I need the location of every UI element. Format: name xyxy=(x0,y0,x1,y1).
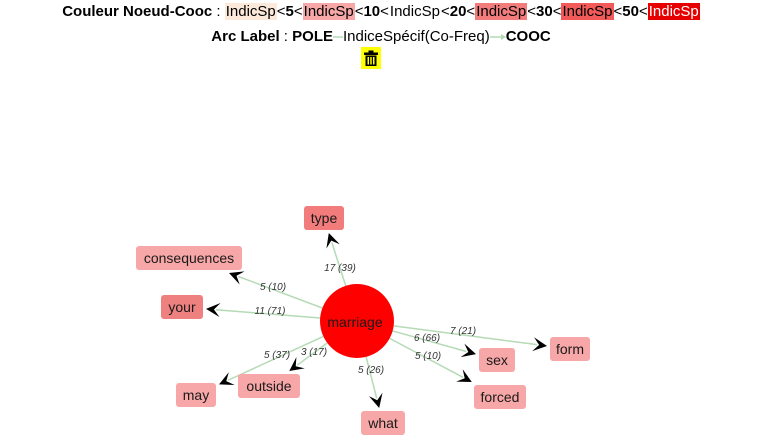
legend-separator: : xyxy=(212,3,225,20)
node-box-consequences xyxy=(136,246,242,270)
threshold-1: 10 xyxy=(363,3,381,20)
legend-chip-4: IndicSp xyxy=(561,3,614,20)
node-color-legend: Couleur Noeud-Cooc : IndicSp<5<IndicSp<1… xyxy=(0,2,762,22)
node-box-outside xyxy=(238,374,300,398)
node-box-what xyxy=(361,411,405,435)
edge-consequences xyxy=(238,275,323,309)
arc-label-legend: Arc Label : POLE IndiceSpécif(Co-Freq) COO… xyxy=(0,27,762,47)
nodes: type consequences your may outside what forced… xyxy=(136,206,590,435)
node-box-sex xyxy=(479,348,515,372)
arc-middle: IndiceSpécif(Co-Freq) xyxy=(343,28,490,45)
arrowhead-form xyxy=(532,337,547,352)
node-box-forced xyxy=(474,385,526,409)
node-forced[interactable]: forced xyxy=(474,385,526,409)
node-label-forced: forced xyxy=(481,389,520,405)
edge-label-consequences: 5 (10) xyxy=(260,282,286,293)
node-label-consequences: consequences xyxy=(144,250,234,266)
edge-label-your: 11 (71) xyxy=(255,306,286,317)
node-form[interactable]: form xyxy=(550,337,590,361)
node-label-sex: sex xyxy=(486,352,508,368)
arc-arrow-icon xyxy=(489,34,506,41)
delete-button[interactable] xyxy=(361,47,381,69)
center-node-label: marriage xyxy=(327,314,382,330)
edge-form xyxy=(393,325,538,346)
node-what[interactable]: what xyxy=(361,411,405,435)
node-label-your: your xyxy=(168,299,196,315)
lt-sign: < xyxy=(527,3,536,20)
legend-chip-3: IndicSp xyxy=(475,3,528,20)
edge-sex xyxy=(392,330,467,353)
threshold-2: 20 xyxy=(449,3,467,20)
node-may[interactable]: may xyxy=(176,383,216,407)
edge-label-form: 7 (21) xyxy=(450,326,476,337)
edge-label-sex: 6 (66) xyxy=(414,333,440,344)
node-label-what: what xyxy=(367,415,398,431)
arrowhead-may xyxy=(219,372,235,385)
edge-outside xyxy=(296,342,328,366)
edge-forced xyxy=(389,337,464,378)
arc-cooc: COOC xyxy=(505,28,551,45)
legend-chip-1: IndicSp xyxy=(302,3,355,20)
center-node-circle xyxy=(320,284,394,358)
edge-type xyxy=(331,242,347,286)
edge-labels: 17 (39) 5 (10) 11 (71) 5 (37) 3 (17) 5 (26) 5 … xyxy=(255,263,477,376)
node-label-outside: outside xyxy=(246,378,291,394)
edge-may xyxy=(227,335,324,381)
arrowhead-forced xyxy=(456,369,472,382)
node-label-type: type xyxy=(311,210,338,226)
legend-title: Couleur Noeud-Cooc xyxy=(62,3,213,20)
arrowhead-sex xyxy=(460,343,476,358)
arrowhead-consequences xyxy=(229,271,245,285)
edge-label-outside: 3 (17) xyxy=(301,347,327,358)
arrowhead-type xyxy=(326,233,340,249)
legend-chip-5: IndicSp xyxy=(647,3,700,20)
node-your[interactable]: your xyxy=(161,295,203,319)
threshold-3: 30 xyxy=(536,3,553,20)
threshold-4: 50 xyxy=(622,3,639,20)
lt-sign: < xyxy=(638,3,648,20)
legend-chip-0: IndicSp xyxy=(224,3,277,20)
node-sex[interactable]: sex xyxy=(479,348,515,372)
lt-sign: < xyxy=(354,3,364,20)
arc-pole: POLE xyxy=(292,28,333,45)
arc-label-title: Arc Label xyxy=(211,28,280,45)
node-box-type xyxy=(304,206,344,230)
node-type[interactable]: type xyxy=(304,206,344,230)
node-consequences[interactable]: consequences xyxy=(136,246,242,270)
edges xyxy=(206,233,547,408)
edge-label-forced: 5 (10) xyxy=(415,351,441,362)
lt-sign: < xyxy=(440,3,450,20)
lt-sign: < xyxy=(276,3,286,20)
arc-separator: : xyxy=(279,28,293,45)
arrowhead-outside xyxy=(289,357,305,371)
node-box-may xyxy=(176,383,216,407)
node-outside[interactable]: outside xyxy=(238,374,300,398)
trash-icon xyxy=(364,50,378,66)
arc-line-icon xyxy=(333,36,343,38)
node-box-your xyxy=(161,295,203,319)
legend-chip-2: IndicSp xyxy=(388,3,441,20)
lt-sign: < xyxy=(380,3,389,20)
lt-sign: < xyxy=(613,3,623,20)
edge-what xyxy=(365,356,378,399)
node-label-form: form xyxy=(556,341,584,357)
lt-sign: < xyxy=(552,3,562,20)
node-label-may: may xyxy=(183,387,209,403)
arrowhead-what xyxy=(368,392,383,408)
lt-sign: < xyxy=(466,3,476,20)
edge-label-type: 17 (39) xyxy=(324,263,356,274)
lt-sign: < xyxy=(293,3,303,20)
node-box-form xyxy=(550,337,590,361)
center-node[interactable]: marriage xyxy=(320,284,394,358)
edge-your xyxy=(215,308,321,319)
arrowhead-your xyxy=(206,303,221,318)
edge-label-what: 5 (26) xyxy=(358,365,384,376)
threshold-0: 5 xyxy=(285,3,294,20)
edge-label-may: 5 (37) xyxy=(264,350,290,361)
